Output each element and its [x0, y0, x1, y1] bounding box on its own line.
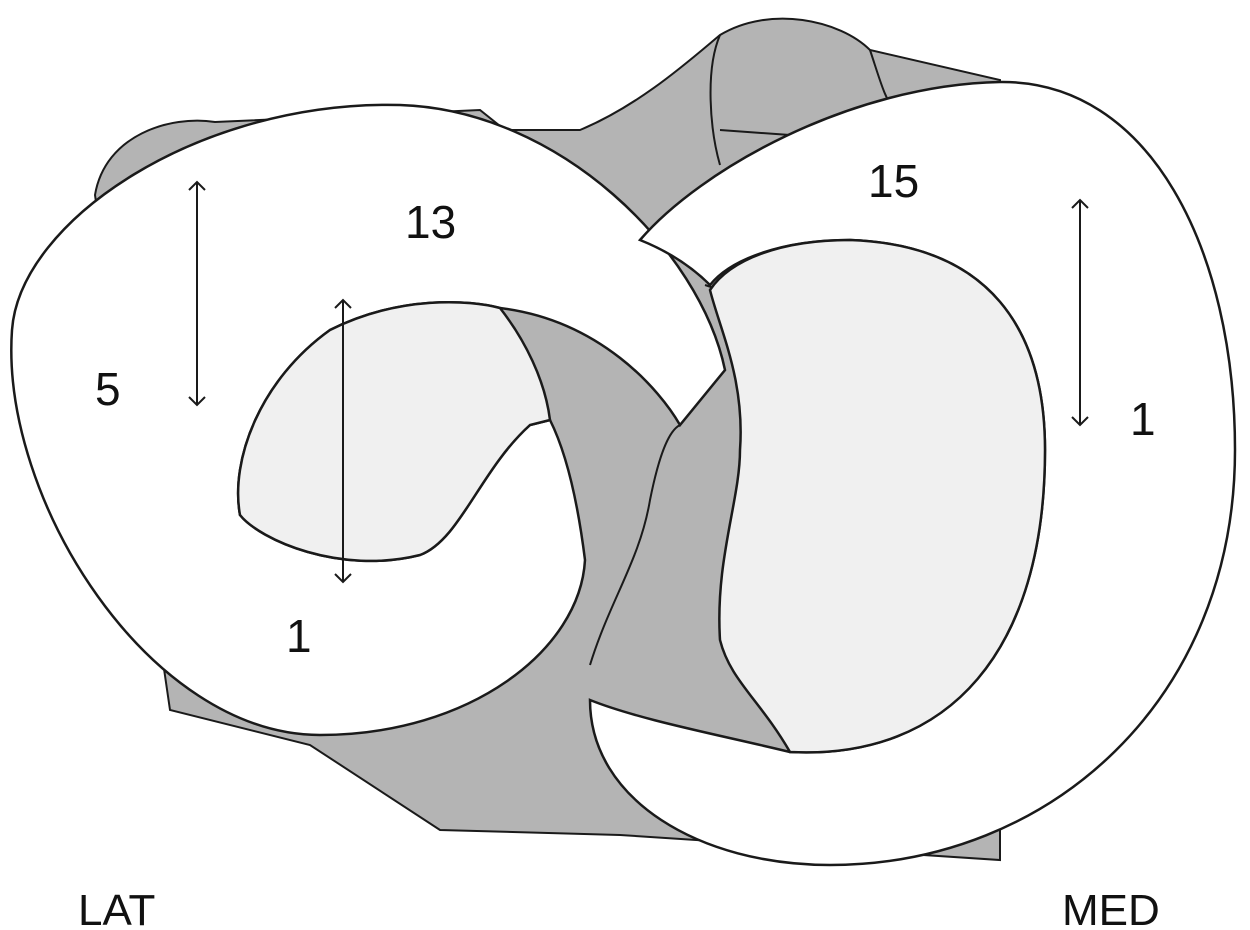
label-lateral-anterior: 13	[405, 196, 456, 248]
lateral-inner-region	[236, 301, 552, 563]
medial-inner-region	[708, 238, 1047, 754]
label-medial-body: 1	[1130, 393, 1156, 445]
label-lateral-posterior: 1	[286, 610, 312, 662]
label-lateral-body: 5	[95, 363, 121, 415]
side-label-lateral: LAT	[78, 886, 155, 930]
side-label-medial: MED	[1062, 886, 1160, 930]
label-medial-anterior: 15	[868, 155, 919, 207]
ligament-lines	[589, 34, 896, 666]
